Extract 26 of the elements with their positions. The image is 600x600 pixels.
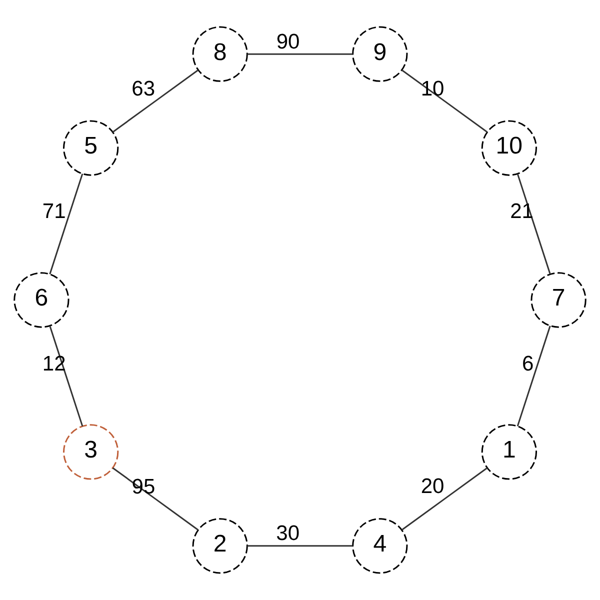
node-circle: 9 — [352, 26, 408, 82]
connector — [49, 326, 84, 426]
connector — [112, 467, 199, 531]
connector — [247, 53, 353, 55]
node-circle: 5 — [63, 120, 119, 176]
connector — [247, 545, 353, 547]
node-circle: 8 — [192, 26, 248, 82]
edge-label: 30 — [276, 522, 300, 546]
node-circle: 4 — [352, 518, 408, 574]
node-circle: 2 — [192, 518, 248, 574]
node-circle: 3 — [63, 424, 119, 480]
connector — [402, 467, 488, 530]
node-circle: 10 — [481, 120, 538, 176]
connector — [49, 174, 84, 274]
connector — [516, 174, 551, 274]
edge-label: 20 — [420, 475, 444, 498]
edge-label: 90 — [276, 30, 300, 54]
edge-label: 6 — [522, 352, 534, 376]
node-circle: 7 — [530, 272, 586, 328]
node-circle: 6 — [14, 272, 70, 328]
edge-label: 63 — [132, 77, 156, 100]
node-circle: 1 — [481, 424, 538, 480]
edge-label: 71 — [42, 200, 66, 224]
connector — [402, 70, 488, 133]
connector — [516, 326, 551, 426]
connector — [112, 70, 198, 133]
